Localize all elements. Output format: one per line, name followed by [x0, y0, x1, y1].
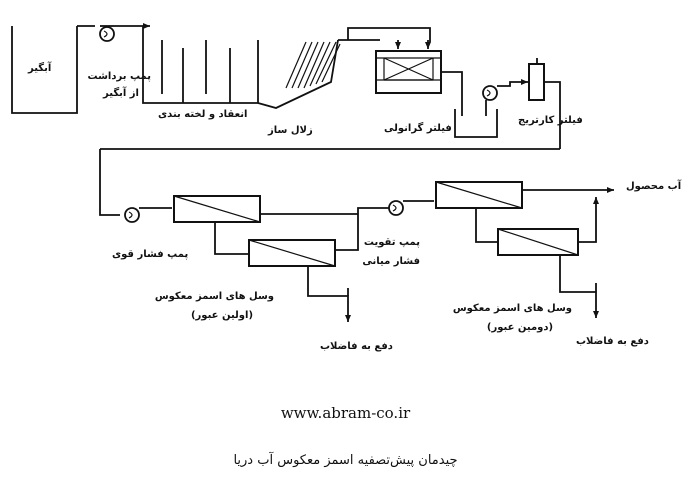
label-second-pass-line1: وسل های اسمز معکوس	[452, 303, 572, 314]
first-pass-permeate-riser	[335, 214, 359, 251]
granular-filter-outflow	[441, 71, 463, 116]
clarifier	[257, 39, 341, 109]
intake-pump-icon	[99, 25, 115, 42]
first-pass-concentrate	[214, 222, 249, 255]
label-booster-pump-line2: فشار میانی	[362, 256, 420, 267]
figure-caption: چیدمان پیش‌تصفیه اسمز معکوس آب دریا	[233, 453, 458, 468]
first-pass-vessel-2	[248, 239, 336, 267]
label-intake-pump-line2: از آبگیر	[103, 88, 139, 99]
label-drain-1: دفع به فاضلاب	[320, 341, 393, 352]
label-product-water: آب محصول	[626, 181, 682, 192]
label-clarifier: زلال ساز	[268, 125, 313, 136]
label-granular-filter: فیلتر گرانولی	[384, 123, 452, 134]
granular-filter-feed	[347, 27, 431, 42]
label-second-pass-line2: (دومین عبور)	[486, 322, 554, 333]
label-drain-2: دفع به فاضلاب	[576, 336, 649, 347]
second-pass-vessel-1	[435, 181, 523, 209]
hp-pump-icon	[124, 207, 140, 223]
booster-suction	[357, 207, 389, 214]
label-intake-pump: پمپ برداشت از آبگیر	[87, 70, 151, 100]
label-booster-pump: پمپ تقویت فشار میانی	[362, 236, 420, 268]
drain-2-line	[559, 255, 599, 318]
website-url: www.abram-co.ir	[280, 404, 411, 422]
clearwell-tank	[454, 109, 498, 138]
label-first-pass-line1: وسل های اسمز معکوس	[154, 291, 274, 302]
cartridge-filter	[528, 58, 545, 101]
label-first-pass-line2: (اولین عبور)	[190, 310, 254, 321]
label-second-pass: وسل های اسمز معکوس (دومین عبور)	[452, 302, 572, 334]
label-intake: آبگیر	[28, 63, 52, 74]
second-pass-permeate-riser	[578, 197, 599, 243]
cartridge-feed-line	[497, 79, 528, 87]
cartridge-outflow	[544, 81, 561, 108]
first-pass-vessel-1	[173, 195, 261, 223]
cartridge-feed-pump-icon	[482, 85, 498, 101]
label-coagulation: انعقاد و لخته بندی	[158, 109, 248, 120]
granular-filter	[375, 50, 442, 94]
second-pass-concentrate	[475, 208, 498, 243]
drain-1-line	[307, 266, 351, 322]
second-pass-vessel-2	[497, 228, 579, 256]
coagulation-basin	[142, 26, 259, 104]
label-booster-pump-line1: پمپ تقویت	[363, 237, 420, 248]
label-hp-pump: پمپ فشار قوی	[112, 249, 189, 260]
booster-pump-icon	[388, 200, 404, 216]
label-cartridge-filter: فیلتر کارتریج	[518, 115, 583, 126]
hp-suction-line	[99, 149, 120, 216]
intake-basin	[11, 25, 95, 114]
label-first-pass: وسل های اسمز معکوس (اولین عبور)	[154, 290, 274, 322]
label-intake-pump-line1: پمپ برداشت	[87, 71, 151, 82]
